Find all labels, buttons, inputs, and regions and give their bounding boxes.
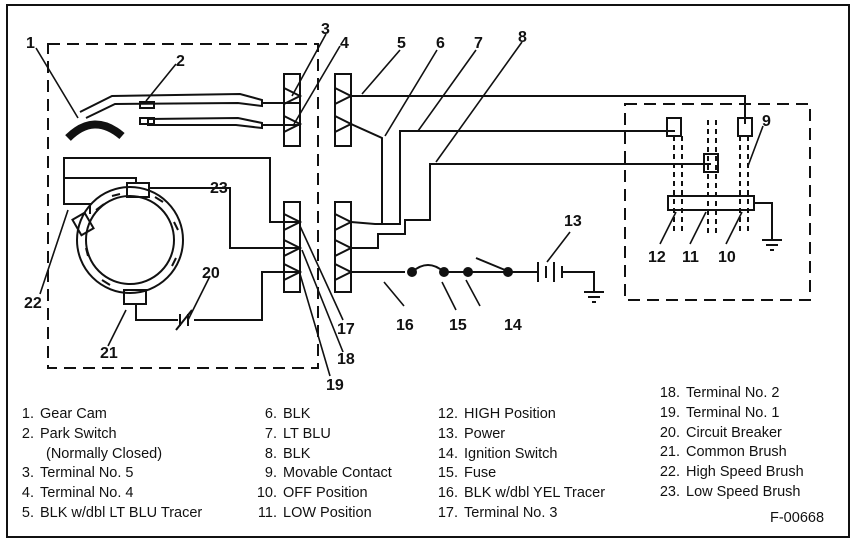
legend-item: 3.Terminal No. 5 [21,465,134,482]
callout-17: 17 [337,321,355,338]
callout-10: 10 [718,249,736,266]
callout-20: 20 [202,265,220,282]
callout-2: 2 [176,53,185,70]
legend-column-2: 6.BLK 7.LT BLU 8.BLK 9.Movable Contact 1… [255,405,392,524]
legend-item: 13.Power [437,425,506,442]
circuit-breaker [175,309,193,331]
motor [71,182,184,305]
callout-5: 5 [397,35,406,52]
connector-motor-upper [283,73,301,147]
legend-item: 5.BLK w/dbl LT BLU Tracer [21,504,203,521]
callout-13: 13 [564,213,582,230]
switch-enclosure [624,103,811,301]
legend-item: 8.BLK [264,445,311,462]
callout-18: 18 [337,351,355,368]
motor-enclosure [47,43,319,369]
legend-item: 23.Low Speed Brush [659,483,801,500]
legend-item: 10.OFF Position [256,485,368,502]
figure-code: F-00668 [770,510,825,526]
callout-21: 21 [100,345,118,362]
legend-item: 17.Terminal No. 3 [437,504,558,521]
legend-item: 9.Movable Contact [264,465,392,482]
callout-11: 11 [682,249,699,266]
legend-column-3: 12.HIGH Position 13.Power 14.Ignition Sw… [428,405,605,524]
legend-item: 12.HIGH Position [437,406,556,422]
legend-item: 2.Park Switch [21,425,117,442]
legend-item: (Normally Closed) [46,445,163,462]
callout-15: 15 [449,317,467,334]
legend-item: 22.High Speed Brush [659,464,804,481]
callout-22: 22 [24,295,42,312]
legend-item: 15.Fuse [437,465,497,482]
legend-item: 20.Circuit Breaker [659,424,782,441]
callout-19: 19 [326,377,344,394]
legend-item: 4.Terminal No. 4 [21,485,134,502]
callout-4: 4 [340,35,349,52]
callout-6: 6 [436,35,445,52]
legend-item: 16.BLK w/dbl YEL Tracer [437,485,606,502]
legend-column-4: 18.Terminal No. 2 19.Terminal No. 1 20.C… [654,384,804,503]
legend-item: 14.Ignition Switch [437,445,558,462]
callout-1: 1 [26,35,35,52]
callout-14: 14 [504,317,522,334]
legend-item: 19.Terminal No. 1 [659,404,780,421]
legend-item: 21.Common Brush [659,444,787,461]
legend-column-1: 1.Gear Cam 2.Park Switch (Normally Close… [16,405,202,524]
callout-7: 7 [474,35,483,52]
legend-item: 11.LOW Position [257,504,372,521]
callout-16: 16 [396,317,414,334]
legend-item: 6.BLK [264,406,311,422]
callout-8: 8 [518,29,527,46]
gear-cam [65,120,125,141]
movable-contact [667,195,755,211]
callout-23: 23 [210,180,228,197]
legend-item: 7.LT BLU [264,425,331,442]
legend-item: 18.Terminal No. 2 [659,385,780,401]
figure-border [6,4,850,538]
callout-12: 12 [648,249,666,266]
battery [537,262,563,282]
callout-9: 9 [762,113,771,130]
callout-3: 3 [321,21,330,38]
legend-item: 1.Gear Cam [21,406,107,422]
connector-harness-upper [334,73,352,147]
